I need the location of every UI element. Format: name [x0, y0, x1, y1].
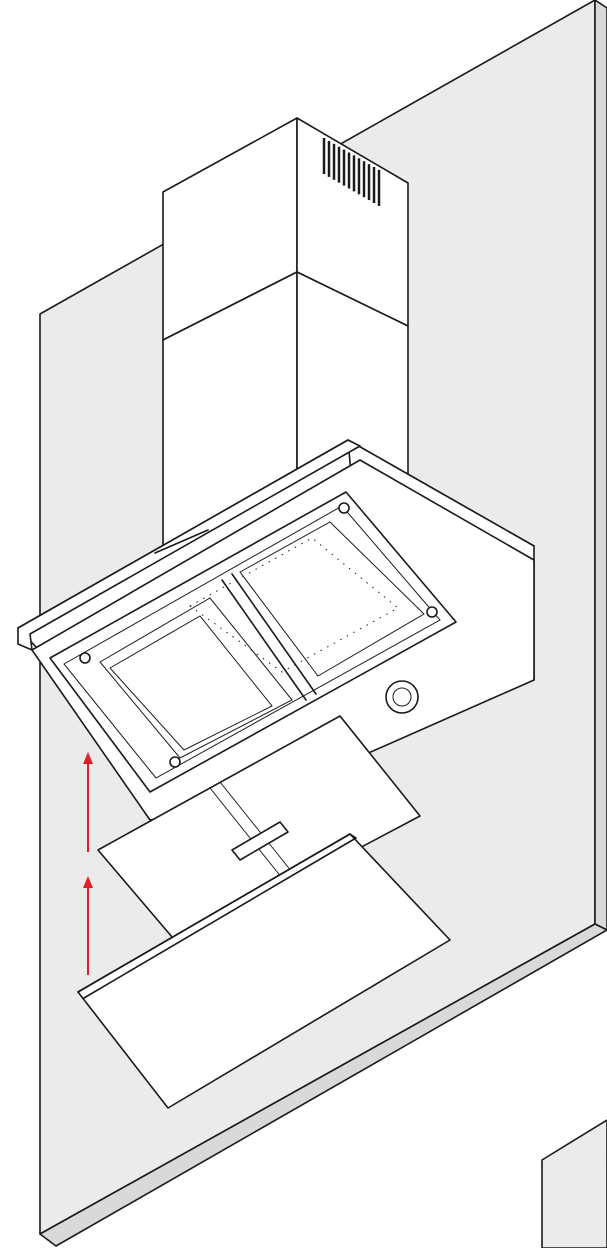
arrow-up-icon — [83, 752, 93, 975]
filter-panel-front — [77, 833, 451, 1109]
screw-1 — [79, 652, 91, 664]
filter-frame — [49, 491, 457, 793]
control-knob-icon — [385, 680, 419, 714]
wall-thickness-right — [594, 0, 607, 931]
panel-latch — [231, 821, 289, 861]
control-strip — [154, 529, 209, 554]
filter-divider — [221, 579, 307, 701]
filter-panel-rear — [97, 715, 421, 945]
wall-thickness-bottom — [39, 923, 607, 1247]
arrow-up-lower-head — [83, 876, 93, 888]
right-opening — [239, 521, 425, 677]
motor-plate — [189, 537, 399, 673]
filter-frame-inner — [63, 505, 441, 779]
left-opening-inner — [109, 615, 273, 751]
hood-canopy — [17, 439, 535, 821]
hood-front-lip — [17, 439, 361, 651]
chimney — [162, 117, 409, 553]
screw-4 — [169, 756, 181, 768]
screw-3 — [426, 606, 438, 618]
panel-front-edge — [77, 833, 357, 999]
vent-grille-icon — [322, 138, 381, 206]
arrow-up-upper-head — [83, 752, 93, 764]
wall-corner-lower-right — [541, 1119, 607, 1248]
screw-2 — [338, 502, 350, 514]
panel-rear-seam — [209, 787, 291, 889]
filter-divider-2 — [231, 573, 317, 695]
left-opening — [99, 597, 293, 759]
